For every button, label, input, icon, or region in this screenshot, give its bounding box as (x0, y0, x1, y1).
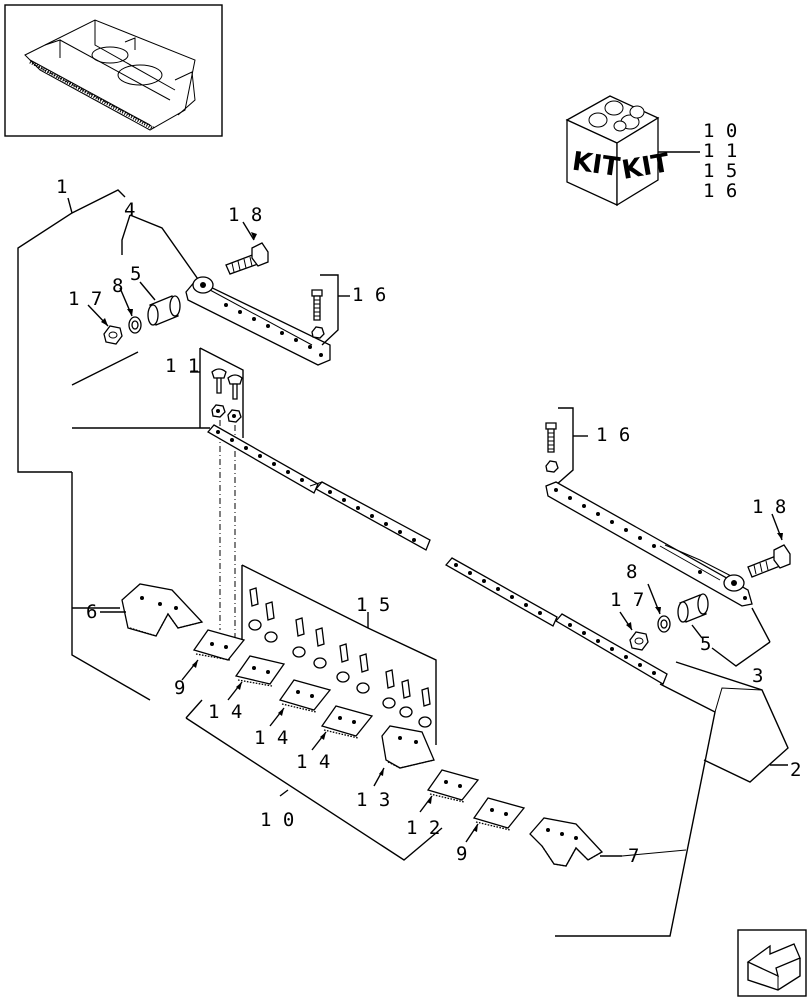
callout-1: 1 (56, 176, 67, 198)
kit-number-10: 1 0 (703, 120, 737, 142)
left-rocker-arm[interactable] (185, 276, 331, 366)
callout-4: 4 (124, 199, 135, 221)
callout-11: 1 1 (165, 355, 199, 377)
right-rocker-arm[interactable] (545, 481, 753, 607)
callout-16a: 1 6 (352, 284, 386, 306)
spacer-5-right[interactable] (677, 593, 709, 623)
knife-section-6[interactable] (121, 583, 204, 637)
callout-14c: 1 4 (296, 751, 330, 773)
knife-section-14-b[interactable] (278, 679, 332, 713)
callout-14b: 1 4 (254, 727, 288, 749)
bolt-16-right[interactable] (545, 422, 559, 473)
callout-8a: 8 (112, 275, 123, 297)
callout-5a: 5 (130, 263, 141, 285)
knife-section-9-right[interactable] (472, 797, 526, 831)
bracket-15 (241, 564, 437, 745)
knife-bar-upper[interactable] (206, 424, 431, 551)
callout-9b: 9 (456, 843, 467, 865)
bracket-10 (185, 699, 443, 861)
spacer-5-left[interactable] (147, 295, 181, 326)
knife-section-9-left[interactable] (192, 629, 246, 661)
kit-number-11: 1 1 (703, 140, 737, 162)
bracket-2 (675, 661, 789, 783)
knife-section-14-c[interactable] (320, 705, 374, 739)
washer-8-left[interactable] (128, 316, 142, 334)
kit-number-16: 1 6 (703, 180, 737, 202)
hardware-11[interactable] (211, 368, 243, 423)
hardware-15[interactable] (248, 587, 432, 728)
bracket-11 (199, 347, 244, 438)
knife-section-13[interactable] (381, 725, 435, 769)
bracket-3 (711, 607, 771, 667)
callout-7: 7 (628, 845, 639, 867)
callout-13: 1 3 (356, 789, 390, 811)
nut-17-left[interactable] (103, 325, 123, 345)
callout-12: 1 2 (406, 817, 440, 839)
callout-17a: 1 7 (68, 288, 102, 310)
arrow-navigation-icon[interactable] (737, 929, 807, 997)
header-thumbnail[interactable] (4, 4, 223, 137)
nut-17-right[interactable] (629, 631, 649, 651)
callout-15: 1 5 (356, 594, 390, 616)
callout-17b: 1 7 (610, 589, 644, 611)
bolt-18-right[interactable] (747, 544, 791, 578)
knife-section-12[interactable] (426, 769, 480, 803)
callout-5b: 5 (700, 633, 711, 655)
callout-3: 3 (752, 665, 763, 687)
knife-bar-lower[interactable] (444, 557, 668, 685)
kit-label-left: KIT (570, 147, 622, 183)
callout-4-leader (121, 214, 201, 283)
callout-6: 6 (86, 601, 97, 623)
callout-2: 2 (790, 759, 801, 781)
callout-16b: 1 6 (596, 424, 630, 446)
knife-section-14-a[interactable] (234, 655, 286, 687)
washer-8-right[interactable] (657, 615, 671, 633)
kit-number-15: 1 5 (703, 160, 737, 182)
callout-18a: 1 8 (228, 204, 262, 226)
bolt-16-left[interactable] (311, 289, 325, 339)
callout-8b: 8 (626, 561, 637, 583)
callout-10: 1 0 (260, 809, 294, 831)
bracket-1 (17, 189, 210, 701)
knife-section-7[interactable] (529, 817, 604, 867)
callout-9a: 9 (174, 677, 185, 699)
callout-18a-leader (242, 221, 255, 241)
bolt-18-left[interactable] (225, 242, 269, 275)
callout-18b: 1 8 (752, 496, 786, 518)
kit-box-icon: KIT KIT (565, 95, 700, 207)
callout-14a: 1 4 (208, 701, 242, 723)
